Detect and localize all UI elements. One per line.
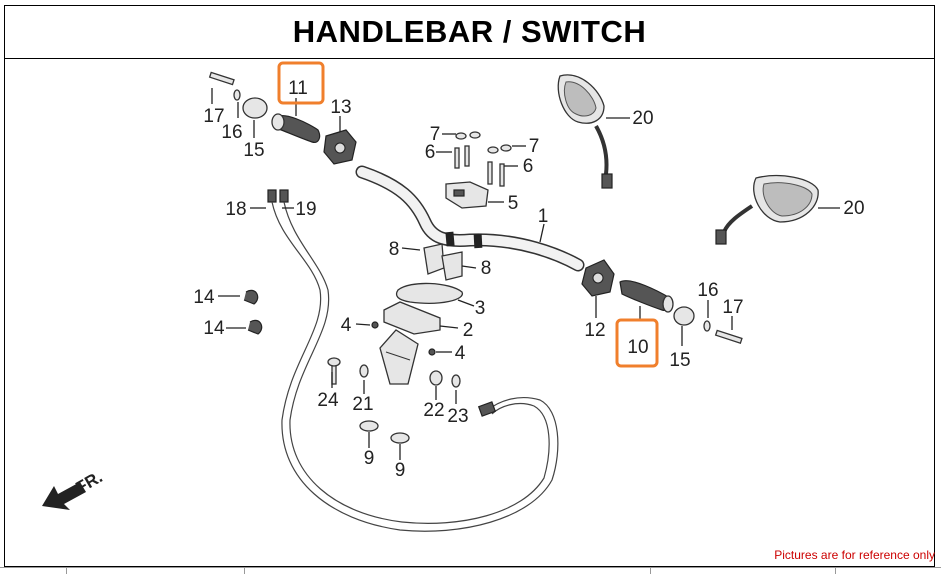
callout-23: 23 bbox=[447, 406, 468, 427]
highlight-box-10 bbox=[615, 318, 659, 368]
switch-left-part bbox=[323, 129, 357, 165]
grid-divider bbox=[650, 567, 651, 574]
washer-part bbox=[451, 374, 461, 388]
bracket-part bbox=[379, 301, 441, 385]
nut-part bbox=[429, 370, 443, 386]
holder-lower-part bbox=[423, 243, 463, 281]
grip-left-part bbox=[271, 113, 321, 143]
weight-part bbox=[242, 97, 268, 119]
callout-13: 13 bbox=[330, 97, 351, 118]
damper-plate-part bbox=[395, 282, 463, 304]
mirror-left-part bbox=[557, 74, 613, 189]
washer-part bbox=[359, 364, 369, 378]
callout-12: 12 bbox=[584, 320, 605, 341]
grid-divider bbox=[66, 567, 67, 574]
grid-divider bbox=[835, 567, 836, 574]
callout-10: 10 bbox=[627, 337, 648, 358]
title-bar: HANDLEBAR / SWITCH bbox=[4, 5, 935, 59]
grid-divider bbox=[244, 567, 245, 574]
callout-4: 4 bbox=[455, 343, 466, 364]
callout-3: 3 bbox=[475, 298, 486, 319]
weight-part bbox=[673, 306, 695, 326]
front-direction-arrow: FR. bbox=[42, 467, 106, 510]
callout-22: 22 bbox=[423, 400, 444, 421]
screw-part bbox=[371, 321, 379, 329]
callout-19: 19 bbox=[295, 199, 316, 220]
callout-6: 6 bbox=[425, 142, 436, 163]
throttle-cable-part bbox=[267, 189, 559, 532]
bottom-grid-strip bbox=[0, 567, 941, 574]
bolt-part bbox=[714, 329, 743, 344]
grip-right-part bbox=[619, 280, 674, 313]
callout-1: 1 bbox=[538, 206, 549, 227]
ring-part bbox=[703, 320, 711, 332]
callout-5: 5 bbox=[508, 193, 519, 214]
callout-18: 18 bbox=[225, 199, 246, 220]
callout-17: 17 bbox=[203, 106, 224, 127]
callout-2: 2 bbox=[463, 320, 474, 341]
callout-14: 14 bbox=[193, 287, 215, 308]
page-title: HANDLEBAR / SWITCH bbox=[292, 14, 647, 49]
holder-upper-part bbox=[445, 181, 489, 209]
callout-15: 15 bbox=[243, 140, 264, 161]
callout-21: 21 bbox=[352, 394, 373, 415]
washer-part bbox=[390, 432, 410, 444]
callout-15: 15 bbox=[669, 350, 690, 371]
bolt-part bbox=[454, 131, 512, 187]
handlebar-part bbox=[355, 165, 585, 272]
bolt-head-part bbox=[327, 357, 341, 367]
callout-7: 7 bbox=[529, 136, 540, 157]
callout-9: 9 bbox=[364, 448, 375, 469]
callout-16: 16 bbox=[697, 280, 718, 301]
callout-6: 6 bbox=[523, 156, 534, 177]
screw-part bbox=[428, 348, 436, 356]
callout-4: 4 bbox=[341, 315, 352, 336]
callout-17: 17 bbox=[722, 297, 743, 318]
callout-20: 20 bbox=[843, 198, 864, 219]
leader-lines bbox=[211, 88, 840, 460]
washer-part bbox=[359, 420, 379, 432]
bolt-part bbox=[208, 71, 235, 86]
callout-8: 8 bbox=[389, 239, 400, 260]
mirror-right-part bbox=[715, 175, 819, 245]
ring-part bbox=[233, 89, 241, 101]
callout-14: 14 bbox=[203, 318, 225, 339]
callout-7: 7 bbox=[430, 124, 441, 145]
highlight-box-11 bbox=[277, 61, 325, 105]
callout-16: 16 bbox=[221, 122, 242, 143]
clip-part bbox=[243, 289, 259, 305]
callout-24: 24 bbox=[317, 390, 339, 411]
callout-9: 9 bbox=[395, 460, 406, 481]
callout-8: 8 bbox=[481, 258, 492, 279]
clip-part bbox=[247, 319, 263, 335]
disclaimer-note: Pictures are for reference only bbox=[774, 548, 935, 562]
callout-11: 11 bbox=[288, 78, 308, 99]
switch-right-part bbox=[581, 259, 615, 297]
callout-20: 20 bbox=[632, 108, 653, 129]
